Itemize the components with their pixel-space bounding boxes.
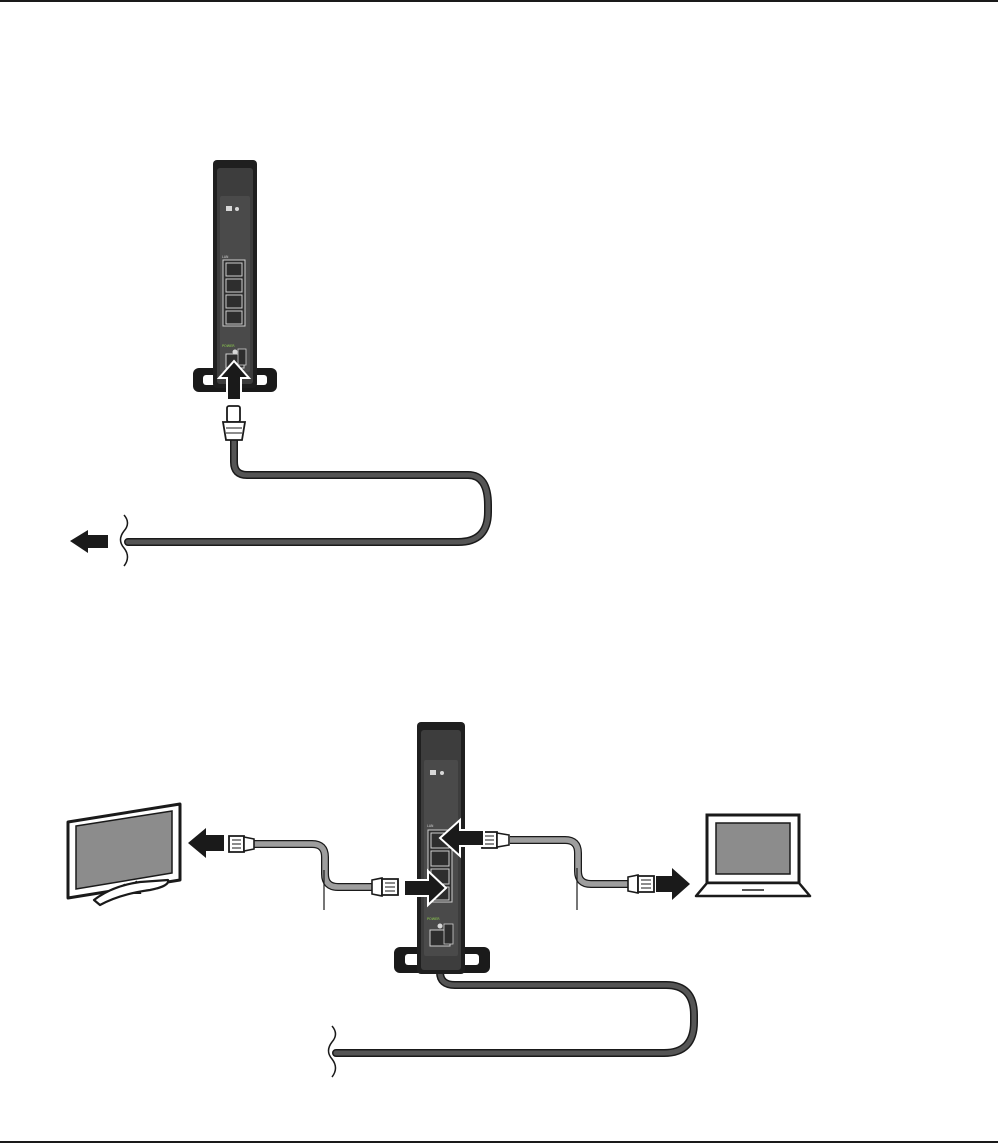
arrow-left-icon bbox=[70, 530, 108, 553]
laptop-icon bbox=[696, 815, 810, 896]
lan-cable-tv bbox=[252, 844, 374, 887]
step2-lan-connection: LAN POWER bbox=[68, 722, 810, 1077]
lan-connector-router-end-right bbox=[482, 832, 509, 848]
power-cable-1 bbox=[128, 440, 488, 542]
power-plug bbox=[223, 406, 245, 440]
router-1: LAN POWER bbox=[193, 160, 277, 392]
router-power-label: POWER bbox=[427, 917, 440, 921]
router-power-label: POWER bbox=[222, 344, 235, 348]
lan-connector-tv-end bbox=[229, 836, 254, 852]
lan-connector-router-end-left bbox=[372, 878, 398, 896]
arrow-right-icon bbox=[656, 868, 690, 900]
tv-icon bbox=[68, 804, 180, 905]
router-lan-label: LAN bbox=[427, 824, 434, 828]
lan-connector-laptop-end bbox=[628, 875, 654, 893]
arrow-left-icon bbox=[188, 828, 224, 858]
lan-ports bbox=[223, 260, 245, 326]
step1-power-connection: LAN POWER bbox=[70, 160, 488, 566]
power-cable-2 bbox=[336, 940, 694, 1053]
router-2: LAN POWER bbox=[394, 722, 490, 974]
router-lan-label: LAN bbox=[222, 255, 229, 259]
lan-cable-laptop bbox=[510, 840, 632, 884]
